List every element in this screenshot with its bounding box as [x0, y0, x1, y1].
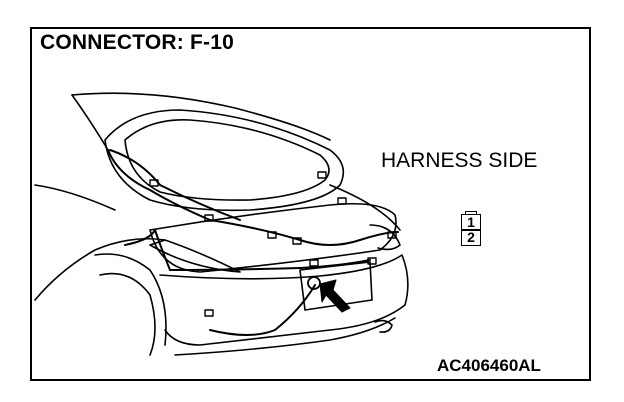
- connector-title: CONNECTOR: F-10: [40, 31, 234, 54]
- harness-wire-branch: [169, 259, 371, 271]
- connector-marker: [387, 231, 397, 239]
- side-body: [34, 184, 116, 211]
- figure-code: AC406460AL: [437, 356, 541, 375]
- connector-marker: [337, 197, 347, 205]
- roof-line: [71, 92, 331, 141]
- harness-wire-top: [109, 149, 241, 221]
- harness-wire-lower: [209, 284, 316, 336]
- tail-lamp-left: [149, 239, 241, 273]
- rear-wheel-arch: [94, 253, 167, 346]
- rear-wheel: [99, 272, 156, 356]
- connector-face: 1 2: [459, 211, 487, 246]
- harness-side-label: HARNESS SIDE: [381, 149, 538, 172]
- diagram-frame: [30, 27, 591, 381]
- exhaust: [374, 319, 393, 333]
- connector-marker: [317, 171, 327, 179]
- trunk-edge: [329, 184, 401, 231]
- connector-marker: [204, 309, 214, 317]
- rear-window-inner: [124, 119, 330, 201]
- connector-latch-tab: [465, 211, 477, 215]
- connector-marker: [204, 214, 214, 222]
- pillar-line: [71, 94, 109, 151]
- rear-window-outer: [104, 109, 345, 212]
- tail-lamp-right: [369, 224, 401, 251]
- harness-wire-left: [124, 229, 171, 271]
- connector-pin-2: 2: [461, 229, 481, 246]
- bumper: [159, 254, 409, 346]
- connector-marker: [292, 237, 302, 245]
- connector-marker: [149, 179, 159, 187]
- bumper-lower: [174, 317, 396, 356]
- pointer-arrow: [319, 279, 351, 313]
- connector-marker: [367, 257, 377, 265]
- connector-pin-1: 1: [461, 213, 481, 231]
- connector-marker: [267, 231, 277, 239]
- side-body-lower: [34, 237, 166, 301]
- target-connector: [307, 276, 321, 290]
- harness-wire: [107, 149, 399, 246]
- connector-marker: [309, 259, 319, 267]
